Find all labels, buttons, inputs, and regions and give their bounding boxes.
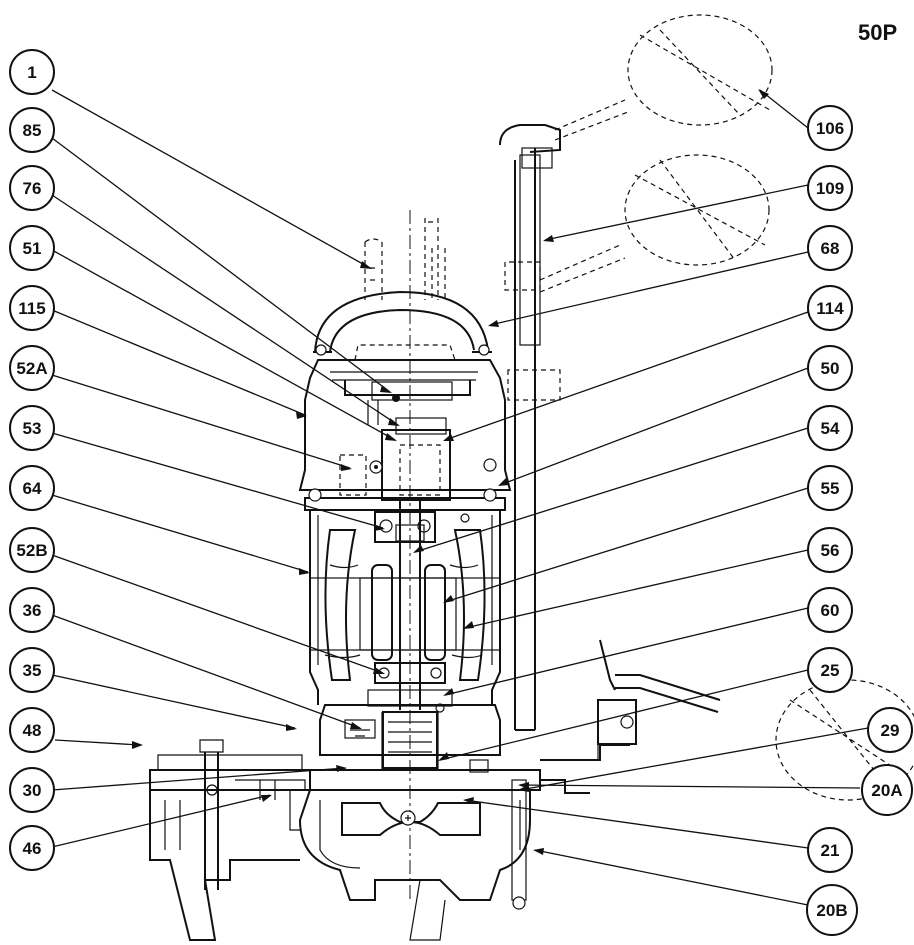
callout-bubbles: 1 85 76 51 115 52A 53 64 52B 36 35 48 30…	[9, 49, 913, 936]
pump-drawing	[149, 14, 914, 941]
svg-text:48: 48	[23, 721, 42, 740]
callout-60: 60	[807, 587, 853, 633]
callout-52A: 52A	[9, 345, 55, 391]
svg-text:51: 51	[23, 239, 42, 258]
svg-text:76: 76	[23, 179, 42, 198]
callout-85: 85	[9, 107, 55, 153]
callout-115: 115	[9, 285, 55, 331]
base-stand	[149, 739, 446, 941]
svg-text:25: 25	[821, 661, 840, 680]
callout-20B: 20B	[806, 884, 858, 936]
callout-53: 53	[9, 405, 55, 451]
model-title: 50P	[858, 20, 897, 45]
callout-30: 30	[9, 767, 55, 813]
svg-text:56: 56	[821, 541, 840, 560]
svg-text:109: 109	[816, 179, 844, 198]
svg-text:30: 30	[23, 781, 42, 800]
leader-arrowheads	[132, 89, 769, 855]
lifting-handle	[313, 290, 492, 356]
callout-76: 76	[9, 165, 55, 211]
callout-36: 36	[9, 587, 55, 633]
callout-35: 35	[9, 647, 55, 693]
svg-text:1: 1	[27, 63, 36, 82]
callout-48: 48	[9, 707, 55, 753]
bearing-bracket	[304, 458, 506, 543]
svg-text:68: 68	[821, 239, 840, 258]
svg-text:106: 106	[816, 119, 844, 138]
oil-chamber	[319, 703, 501, 770]
pump-casing	[298, 759, 541, 910]
svg-text:64: 64	[23, 479, 42, 498]
cable-inlets	[364, 218, 446, 300]
callout-51: 51	[9, 225, 55, 271]
motor-shaft	[395, 210, 425, 900]
svg-text:52B: 52B	[16, 541, 47, 560]
callout-20A: 20A	[861, 764, 913, 816]
callout-68: 68	[807, 225, 853, 271]
callout-114: 114	[807, 285, 853, 331]
svg-text:35: 35	[23, 661, 42, 680]
svg-text:29: 29	[881, 721, 900, 740]
motor-cover	[298, 344, 512, 491]
svg-text:85: 85	[23, 121, 42, 140]
svg-text:46: 46	[23, 839, 42, 858]
capacitor-block	[339, 394, 451, 501]
float-switches	[539, 14, 914, 801]
svg-text:20B: 20B	[816, 901, 847, 920]
svg-text:20A: 20A	[871, 781, 902, 800]
callout-109: 109	[807, 165, 853, 211]
svg-text:53: 53	[23, 419, 42, 438]
svg-text:50: 50	[821, 359, 840, 378]
callout-52B: 52B	[9, 527, 55, 573]
callout-55: 55	[807, 465, 853, 511]
stator-frame	[309, 510, 501, 705]
leader-lines	[51, 89, 869, 906]
callout-50: 50	[807, 345, 853, 391]
svg-text:21: 21	[821, 841, 840, 860]
float-rod	[499, 124, 561, 731]
svg-text:54: 54	[821, 419, 840, 438]
callout-29: 29	[867, 707, 913, 753]
callout-46: 46	[9, 825, 55, 871]
callout-64: 64	[9, 465, 55, 511]
svg-text:36: 36	[23, 601, 42, 620]
svg-text:60: 60	[821, 601, 840, 620]
callout-21: 21	[807, 827, 853, 873]
callout-1: 1	[9, 49, 55, 95]
svg-text:114: 114	[816, 299, 844, 318]
callout-54: 54	[807, 405, 853, 451]
callout-56: 56	[807, 527, 853, 573]
svg-text:52A: 52A	[16, 359, 47, 378]
float-bracket-lower	[540, 639, 721, 794]
callout-25: 25	[807, 647, 853, 693]
callout-106: 106	[807, 105, 853, 151]
svg-text:115: 115	[18, 299, 45, 318]
svg-text:55: 55	[821, 479, 840, 498]
